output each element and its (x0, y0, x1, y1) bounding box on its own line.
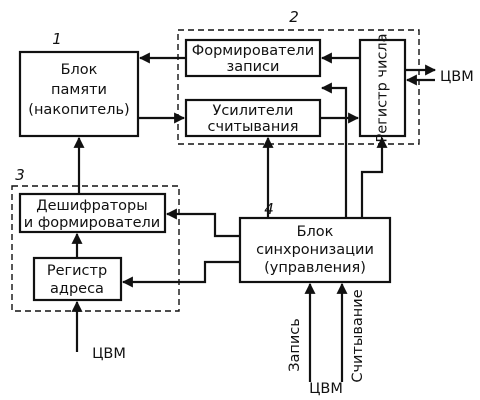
group-number-2: 2 (289, 8, 299, 26)
memory-block-line-3: (накопитель) (28, 102, 129, 118)
group-number-1: 1 (52, 30, 62, 48)
write-formers-line-1: Формирователи (192, 43, 315, 59)
memory-block: Блок памяти (накопитель) (18, 50, 140, 138)
memory-block-line-1: Блок (61, 62, 98, 78)
read-amplifiers-line-2: считывания (208, 119, 299, 135)
group-number-3: 3 (15, 166, 25, 184)
write-formers-block: Формирователи записи (184, 38, 322, 78)
read-amplifiers-block: Усилители считывания (184, 98, 322, 138)
write-formers-line-2: записи (227, 59, 280, 75)
cvm-label-left: ЦВМ (92, 346, 126, 362)
read-amplifiers-line-1: Усилители (213, 103, 294, 119)
sync-block-line-2: синхронизации (256, 242, 374, 258)
sync-block-line-3: (управления) (264, 260, 366, 276)
arrow-sync-to-decoders (165, 208, 240, 238)
cvm-label-right: ЦВМ (440, 69, 474, 85)
number-register-label: Регистр числа (375, 33, 391, 142)
arrow-sync-to-writeformers (320, 82, 348, 218)
group-2-frame (177, 29, 420, 145)
group-3-frame (11, 185, 180, 312)
write-signal-label: Запись (287, 318, 303, 372)
sync-block-line-1: Блок (297, 224, 334, 240)
cvm-label-bottom: ЦВМ (309, 381, 343, 397)
decoders-block: Дешифраторы и формирователи (18, 192, 167, 234)
address-register-line-2: адреса (50, 281, 104, 297)
sync-block: Блок синхронизации (управления) (238, 216, 392, 284)
decoders-line-1: Дешифраторы (36, 198, 147, 214)
arrow-sync-to-addrreg (121, 260, 240, 288)
number-register-block: Регистр числа (358, 33, 407, 143)
arrow-sync-to-register (360, 136, 388, 218)
address-register-block: Регистр адреса (32, 256, 123, 302)
address-register-line-1: Регистр (47, 263, 107, 279)
memory-block-line-2: памяти (51, 82, 107, 98)
read-signal-label: Считывание (350, 289, 366, 382)
decoders-line-2: и формирователи (24, 215, 160, 231)
